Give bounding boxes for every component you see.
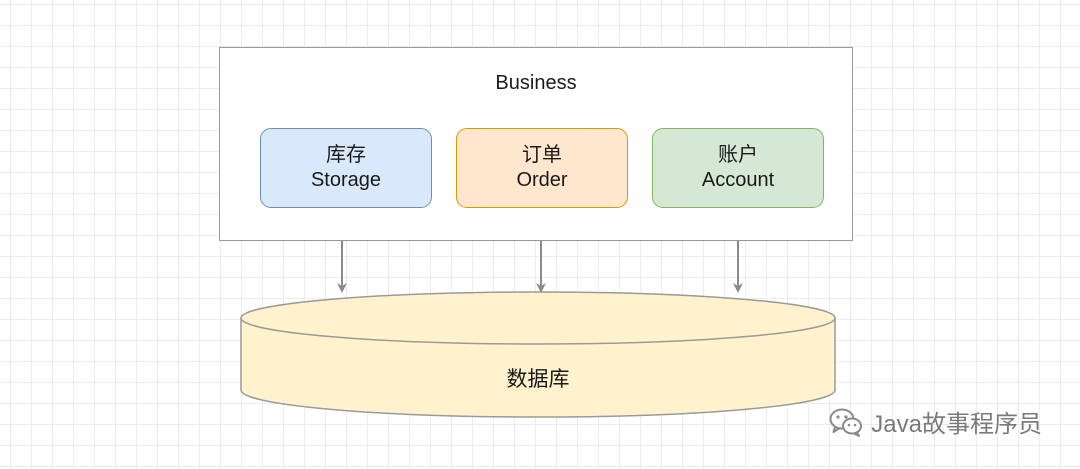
database-cylinder-top <box>240 291 836 345</box>
order-module-en-label: Order <box>516 169 568 191</box>
account-module-cn-label: 账户 <box>718 144 758 166</box>
database-label: 数据库 <box>506 368 570 391</box>
business-title: Business <box>495 72 577 94</box>
order-module: 订单 Order <box>456 128 628 208</box>
storage-module-cn-label: 库存 <box>326 144 366 166</box>
order-module-cn-label: 订单 <box>522 144 562 166</box>
database-cylinder <box>240 291 836 418</box>
wechat-icon <box>829 408 863 437</box>
watermark-text: Java故事程序员 <box>871 411 1042 438</box>
account-module-en-label: Account <box>701 169 775 191</box>
watermark: Java故事程序员 <box>829 404 1042 439</box>
storage-module: 库存 Storage <box>260 128 432 208</box>
business-container: Business 库存 Storage 订单 Order 账户 Account <box>219 47 853 241</box>
database-cylinder-body <box>240 318 836 418</box>
account-module: 账户 Account <box>652 128 824 208</box>
storage-module-en-label: Storage <box>310 169 382 191</box>
